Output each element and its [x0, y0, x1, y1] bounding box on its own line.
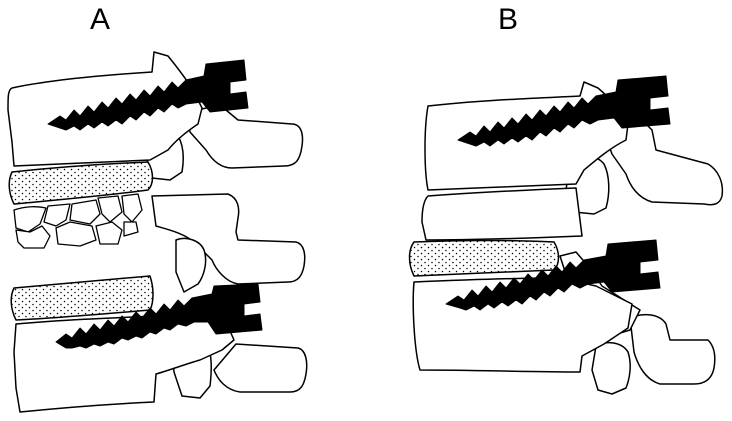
- disc-b: [408, 239, 560, 277]
- vertebra-b3-pedicle: [591, 341, 631, 395]
- disc-a-upper: [8, 161, 154, 205]
- vertebra-a1-process: [187, 106, 304, 169]
- pedicle-screw-a-upper: [47, 59, 249, 131]
- pedicle-screw-b-upper: [457, 75, 671, 147]
- pedicle-screw-a-lower: [55, 283, 263, 349]
- panel-label-a: A: [90, 3, 111, 36]
- vertebra-a3-process: [213, 343, 308, 393]
- panel-a: [7, 51, 308, 413]
- fractured-vertebra-a2: [13, 193, 143, 249]
- vertebra-b2-body: [421, 187, 583, 241]
- pedicle-screw-b-lower: [445, 239, 661, 311]
- panel-label-b: B: [498, 3, 519, 36]
- vertebra-a2-pedicle: [175, 237, 207, 293]
- vertebra-a2-process: [151, 193, 306, 285]
- vertebra-b3-process: [629, 313, 716, 385]
- panel-b: [408, 75, 724, 395]
- disc-a-lower: [10, 275, 154, 321]
